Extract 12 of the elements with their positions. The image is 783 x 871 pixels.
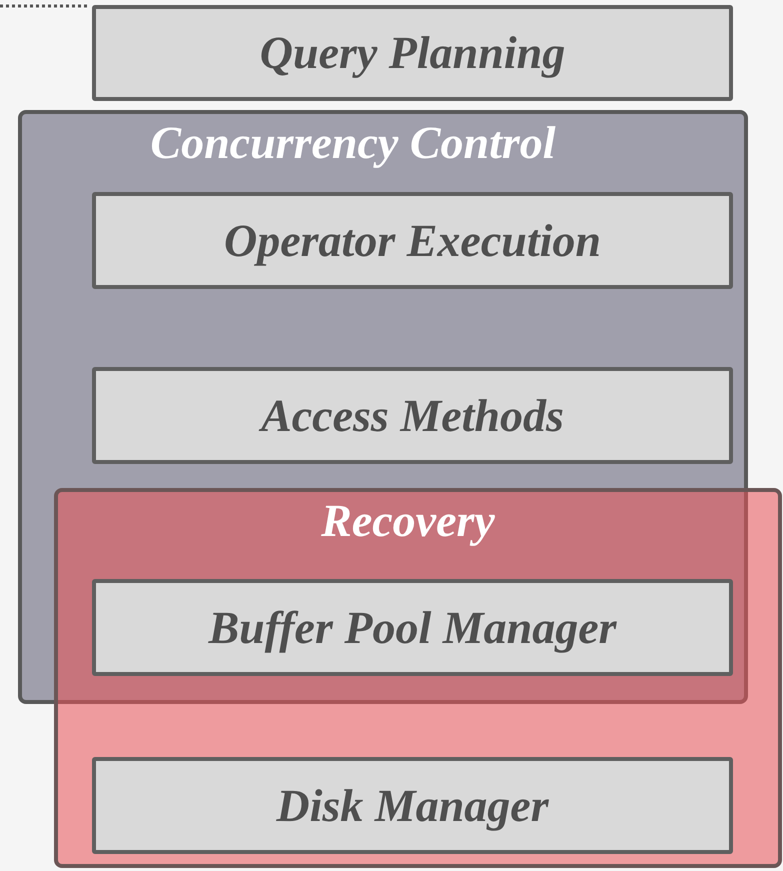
component-label: Operator Execution — [224, 218, 601, 264]
component-box — [92, 192, 733, 289]
component-box — [92, 757, 733, 854]
component-label: Disk Manager — [276, 782, 549, 828]
component-box — [92, 5, 733, 101]
component-label: Buffer Pool Manager — [208, 604, 617, 650]
component-label: Access Methods — [261, 392, 564, 438]
component-box — [92, 367, 733, 464]
panel-title: Concurrency Control — [149, 120, 557, 166]
component-label: Query Planning — [260, 30, 566, 76]
panel-title: Recovery — [320, 498, 496, 544]
component-box — [92, 579, 733, 676]
